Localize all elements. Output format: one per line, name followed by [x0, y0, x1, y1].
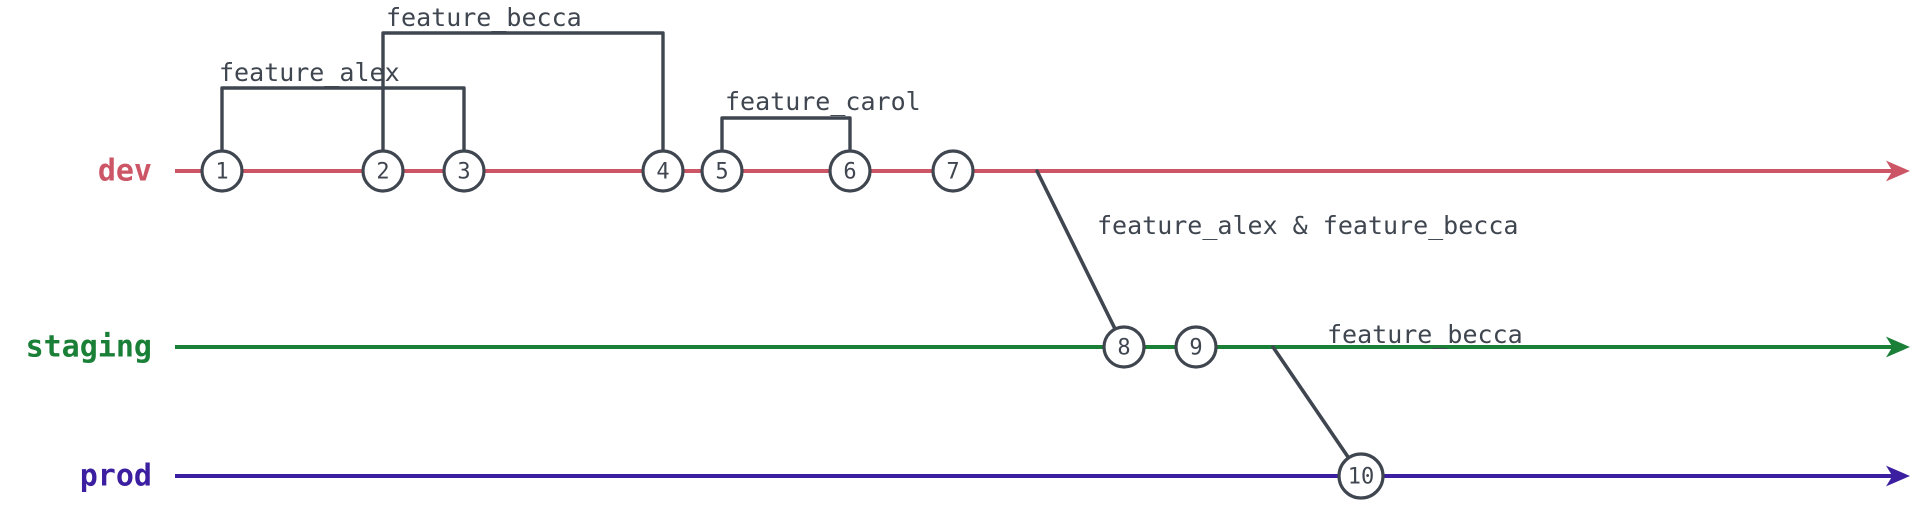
- commit-circle-10[interactable]: [1337, 452, 1385, 500]
- commit-node-1[interactable]: 1: [200, 149, 244, 193]
- commit-number-3: 3: [457, 160, 470, 185]
- feature-label-carol: feature_carol: [725, 87, 921, 116]
- commit-node-9[interactable]: 9: [1174, 325, 1218, 369]
- commit-circle-9[interactable]: [1174, 325, 1218, 369]
- commit-node-6[interactable]: 6: [828, 149, 872, 193]
- feature-label-becca: feature_becca: [386, 3, 582, 32]
- feature-bracket-labels-group: feature_alex feature_becca feature_carol: [219, 3, 921, 116]
- branch-label-prod: prod: [80, 459, 152, 494]
- commit-number-10: 10: [1348, 465, 1375, 490]
- bracket-feature-becca: [381, 31, 665, 173]
- branch-label-dev: dev: [98, 154, 152, 189]
- commit-circle-8[interactable]: [1102, 325, 1146, 369]
- commit-circle-7[interactable]: [931, 149, 975, 193]
- commit-number-4: 4: [656, 160, 669, 185]
- merge-edge-dev-to-staging: [1035, 169, 1126, 349]
- commit-node-8[interactable]: 8: [1102, 325, 1146, 369]
- branch-label-staging: staging: [26, 330, 152, 365]
- merge-edge-staging-to-prod: [1271, 345, 1363, 478]
- bracket-feature-alex: [220, 86, 466, 173]
- commit-nodes-group: 1 2 3 4 5 6: [200, 149, 1385, 500]
- commit-node-10[interactable]: 10: [1337, 452, 1385, 500]
- commit-number-7: 7: [946, 160, 959, 185]
- merge-edges-group: [1035, 169, 1363, 478]
- merge-label-dev-to-staging: feature_alex & feature_becca: [1097, 211, 1518, 240]
- commit-number-5: 5: [715, 160, 728, 185]
- commit-circle-6[interactable]: [828, 149, 872, 193]
- commit-node-2[interactable]: 2: [361, 149, 405, 193]
- commit-circle-1[interactable]: [200, 149, 244, 193]
- commit-number-2: 2: [376, 160, 389, 185]
- commit-number-6: 6: [843, 160, 856, 185]
- branch-lines-group: [175, 160, 1910, 487]
- commit-circle-2[interactable]: [361, 149, 405, 193]
- commit-number-1: 1: [215, 160, 228, 185]
- bracket-feature-carol: [720, 116, 852, 173]
- commit-circle-5[interactable]: [700, 149, 744, 193]
- commit-circle-3[interactable]: [442, 149, 486, 193]
- commit-node-3[interactable]: 3: [442, 149, 486, 193]
- feature-brackets-group: [220, 31, 852, 173]
- commit-circle-4[interactable]: [641, 149, 685, 193]
- commit-node-4[interactable]: 4: [641, 149, 685, 193]
- branch-labels-group: dev staging prod: [26, 154, 152, 494]
- commit-node-5[interactable]: 5: [700, 149, 744, 193]
- commit-number-9: 9: [1189, 336, 1202, 361]
- merge-label-staging-to-prod: feature_becca: [1327, 320, 1523, 349]
- commit-number-8: 8: [1117, 336, 1130, 361]
- merge-edge-labels-group: feature_alex & feature_becca feature_bec…: [1097, 211, 1523, 349]
- feature-label-alex: feature_alex: [219, 58, 400, 87]
- commit-node-7[interactable]: 7: [931, 149, 975, 193]
